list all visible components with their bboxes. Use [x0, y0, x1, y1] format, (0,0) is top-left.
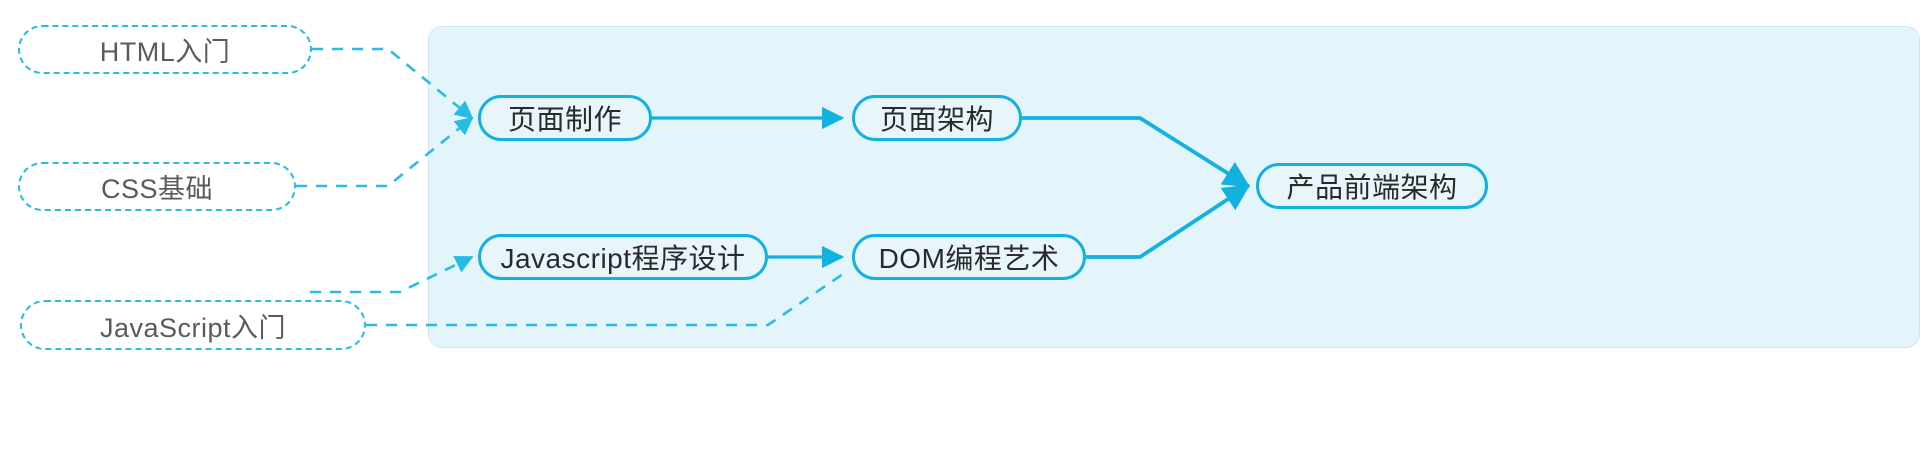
course-path-panel — [428, 26, 1920, 348]
node-page-production[interactable]: 页面制作 — [478, 95, 652, 141]
node-javascript-programming[interactable]: Javascript程序设计 — [478, 234, 768, 280]
node-css-basics[interactable]: CSS基础 — [18, 162, 296, 211]
node-product-frontend-architecture-label: 产品前端架构 — [1286, 172, 1458, 203]
edge-dom-programming-art-to-product-frontend-architecture — [1086, 184, 1251, 259]
edge-css-basics-to-page-production — [296, 116, 474, 188]
node-css-basics-label: CSS基础 — [100, 174, 214, 204]
node-javascript-intro-label: JavaScript入门 — [99, 312, 287, 343]
node-html-intro[interactable]: HTML入门 — [18, 25, 312, 74]
node-dom-programming-art-label: DOM编程艺术 — [878, 243, 1060, 274]
edge-page-architecture-to-product-frontend-architecture — [1022, 116, 1251, 188]
node-html-intro-label: HTML入门 — [99, 37, 231, 67]
node-javascript-programming-label: Javascript程序设计 — [500, 243, 746, 274]
node-product-frontend-architecture[interactable]: 产品前端架构 — [1256, 163, 1488, 209]
node-dom-programming-art[interactable]: DOM编程艺术 — [852, 234, 1086, 280]
node-javascript-intro[interactable]: JavaScript入门 — [20, 300, 366, 350]
edge-html-intro-to-page-production — [312, 47, 474, 120]
node-page-production-label: 页面制作 — [507, 104, 622, 135]
edge-javascript-intro-to-javascript-programming — [310, 255, 474, 294]
node-page-architecture[interactable]: 页面架构 — [852, 95, 1022, 141]
node-page-architecture-label: 页面架构 — [879, 104, 994, 135]
edge-javascript-intro-to-dom-programming-art — [366, 270, 847, 327]
